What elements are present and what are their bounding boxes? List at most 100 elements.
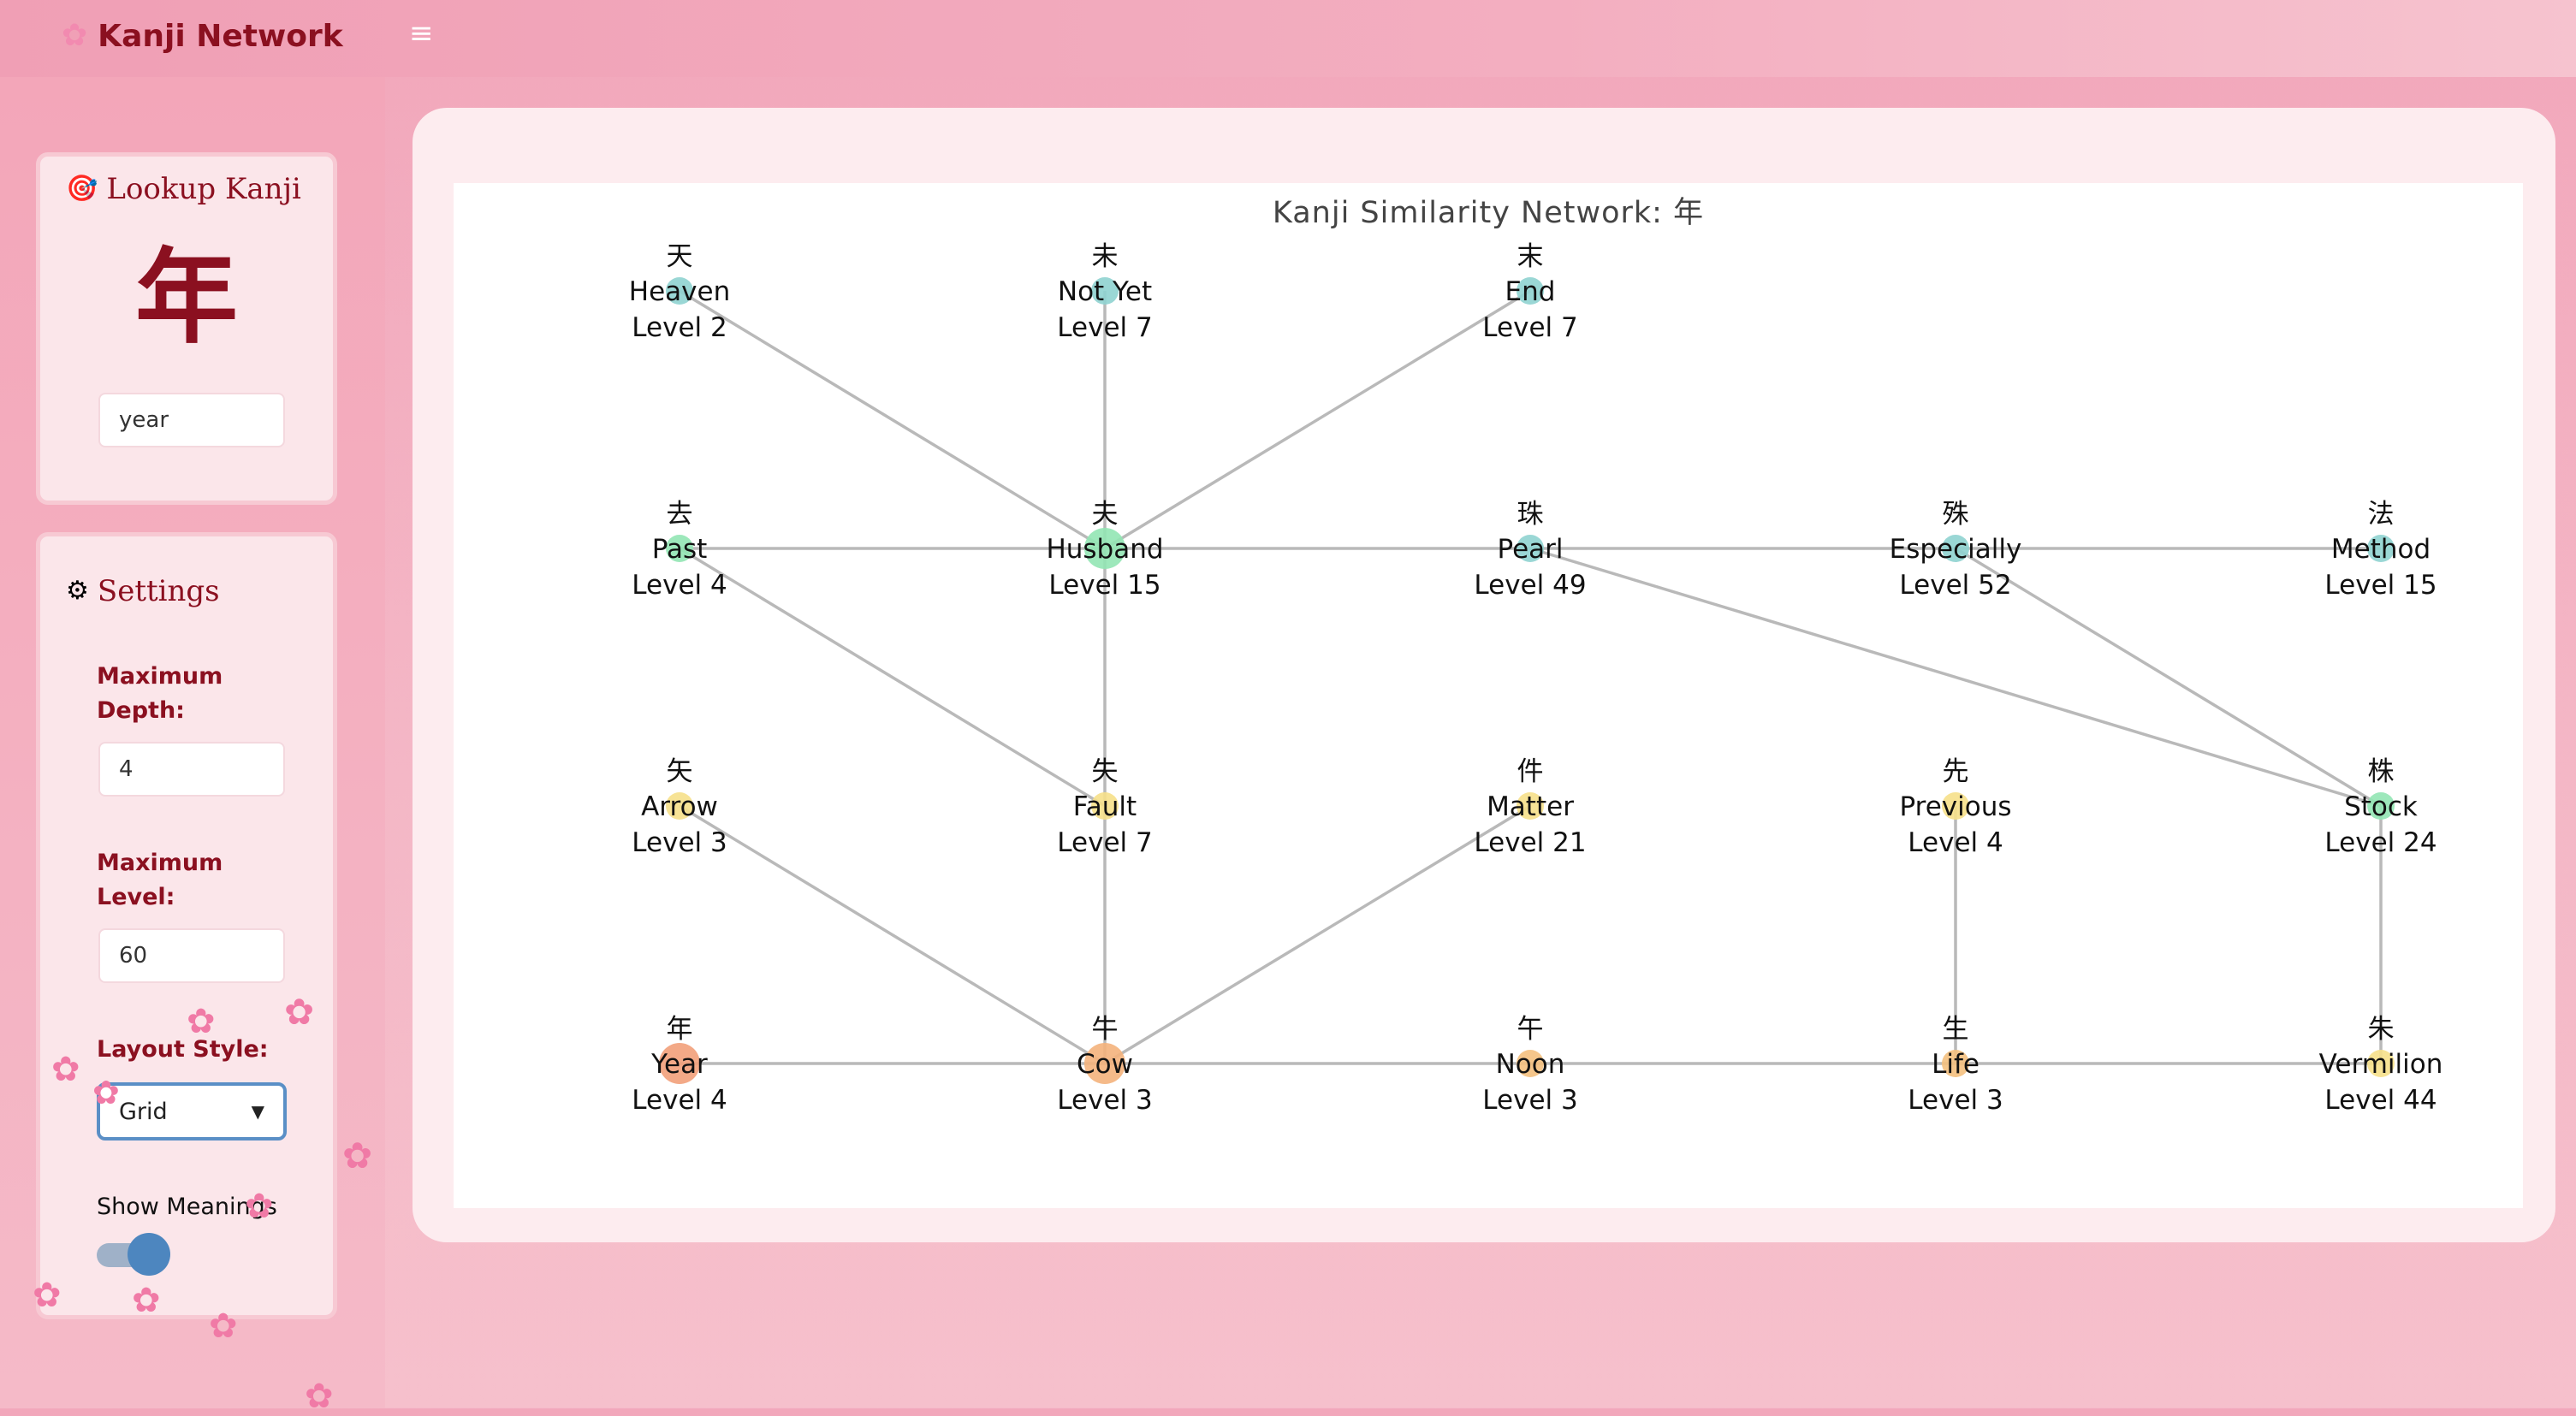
node-marker[interactable]	[2367, 792, 2395, 820]
node-kanji-label: 矢	[667, 756, 693, 787]
node-kanji-label: 年	[667, 1014, 693, 1045]
node-kanji-label: 末	[1517, 241, 1544, 272]
node-meaning-label: Not Yet	[1058, 276, 1152, 307]
node-meaning-label: Pearl	[1497, 534, 1563, 565]
max-level-input[interactable]: 60	[98, 928, 285, 983]
node-kanji-label: 牛	[1092, 1014, 1119, 1045]
node-meaning-label: Past	[652, 534, 708, 565]
node-marker[interactable]	[1517, 277, 1544, 305]
node-level-label: Level 7	[1057, 827, 1152, 858]
node-level-label: Level 15	[2324, 570, 2437, 601]
max-depth-input[interactable]: 4	[98, 742, 285, 797]
node-level-label: Level 3	[1057, 1085, 1152, 1116]
node-kanji-label: 夫	[1092, 499, 1119, 530]
node-marker[interactable]	[1517, 1050, 1544, 1077]
kanji-search-input[interactable]: year	[98, 393, 285, 447]
node-level-label: Level 15	[1048, 570, 1160, 601]
network-edge	[679, 547, 1106, 808]
node-marker[interactable]	[666, 277, 693, 305]
node-marker[interactable]	[1084, 528, 1125, 569]
node-kanji-label: 午	[1517, 1014, 1544, 1045]
network-edge	[1955, 547, 2382, 808]
node-marker[interactable]	[1091, 277, 1119, 305]
network-edge	[679, 289, 1106, 550]
node-meaning-label: Matter	[1487, 791, 1574, 822]
cherry-blossom-icon: ✿	[62, 18, 88, 53]
node-level-label: Level 3	[1908, 1085, 2003, 1116]
toggle-knob	[128, 1233, 170, 1276]
node-kanji-label: 生	[1943, 1014, 1969, 1045]
sidebar: 🎯 Lookup Kanji 年 year ⚙ Settings Maximum…	[0, 77, 385, 1408]
node-marker[interactable]	[1942, 1050, 1969, 1077]
node-meaning-label: End	[1505, 276, 1556, 307]
node-level-label: Level 4	[632, 1085, 727, 1116]
brand[interactable]: ✿ Kanji Network	[62, 15, 343, 56]
node-marker[interactable]	[2367, 535, 2395, 562]
node-level-label: Level 21	[1474, 827, 1586, 858]
settings-panel: ⚙ Settings Maximum Depth: 4 Maximum Leve…	[36, 532, 337, 1319]
node-level-label: Level 44	[2324, 1085, 2437, 1116]
node-marker[interactable]	[2367, 1050, 2395, 1077]
node-kanji-label: 朱	[2368, 1014, 2395, 1045]
node-level-label: Level 4	[632, 570, 727, 601]
node-level-label: Level 49	[1474, 570, 1586, 601]
node-meaning-label: Previous	[1899, 791, 2011, 822]
node-level-label: Level 3	[632, 827, 727, 858]
selected-kanji: 年	[135, 239, 238, 358]
layout-style-select[interactable]: Grid ▼	[97, 1082, 287, 1141]
target-icon: 🎯	[66, 174, 98, 204]
node-marker[interactable]	[666, 792, 693, 820]
node-marker[interactable]	[659, 1043, 700, 1084]
node-marker[interactable]	[1091, 792, 1119, 820]
node-meaning-label: Husband	[1046, 534, 1163, 565]
node-marker[interactable]	[666, 535, 693, 562]
show-meanings-label: Show Meanings	[97, 1194, 277, 1220]
node-marker[interactable]	[1942, 535, 1969, 562]
lookup-heading: 🎯 Lookup Kanji	[66, 172, 301, 206]
node-kanji-label: 件	[1517, 756, 1544, 787]
layout-style-value: Grid	[119, 1098, 168, 1125]
app-title: Kanji Network	[98, 18, 343, 54]
layout-style-label: Layout Style:	[97, 1036, 269, 1063]
node-level-label: Level 52	[1899, 570, 2011, 601]
chevron-down-icon: ▼	[251, 1101, 264, 1122]
settings-heading: ⚙ Settings	[66, 574, 220, 608]
node-meaning-label: Especially	[1890, 534, 2022, 565]
node-kanji-label: 失	[1092, 756, 1119, 787]
node-meaning-label: Year	[650, 1049, 708, 1080]
top-bar: ✿ Kanji Network ≡	[0, 0, 2576, 77]
node-kanji-label: 株	[2368, 756, 2395, 787]
node-marker[interactable]	[1517, 535, 1544, 562]
hamburger-menu-icon[interactable]: ≡	[409, 16, 434, 50]
network-edge	[679, 804, 1106, 1065]
node-marker[interactable]	[1942, 792, 1969, 820]
node-level-label: Level 7	[1482, 312, 1577, 343]
node-marker[interactable]	[1084, 1043, 1125, 1084]
node-kanji-label: 殊	[1943, 499, 1969, 530]
node-kanji-label: 去	[667, 499, 693, 530]
show-meanings-toggle[interactable]	[97, 1233, 172, 1276]
node-marker[interactable]	[1517, 792, 1544, 820]
node-meaning-label: Method	[2331, 534, 2431, 565]
network-edge	[1529, 547, 2382, 808]
